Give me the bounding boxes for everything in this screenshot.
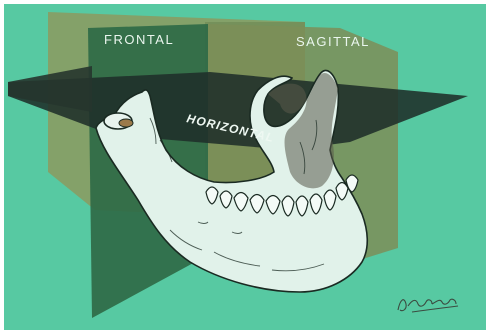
frontal-label: FRONTAL <box>104 32 174 47</box>
sagittal-label: SAGITTAL <box>296 34 370 49</box>
condyle-cut-surface <box>119 119 133 127</box>
